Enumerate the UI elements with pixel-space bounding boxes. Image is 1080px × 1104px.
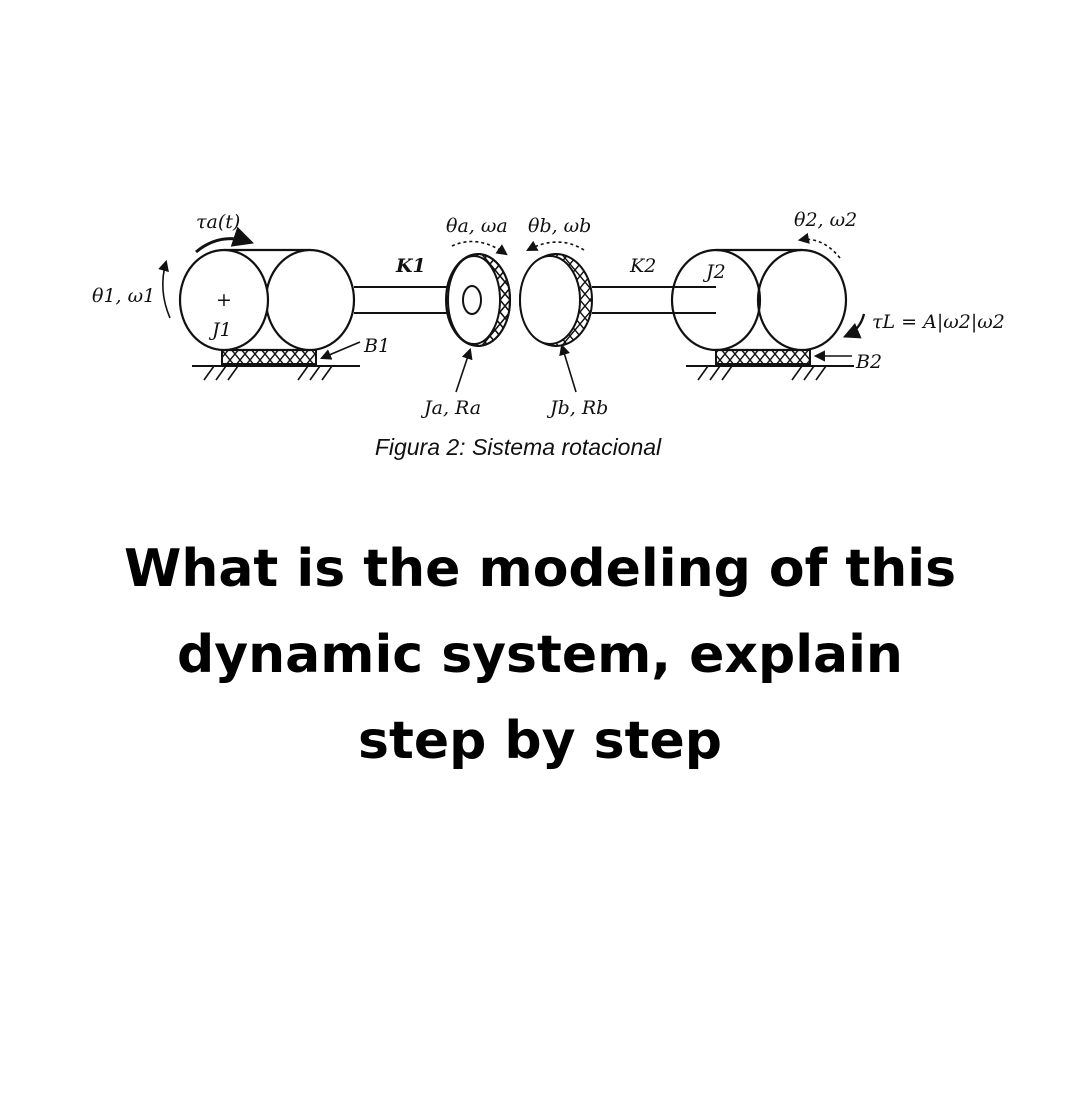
inertia-J2 [670, 248, 848, 352]
label-K1: K1 [395, 255, 426, 277]
label-tau-a: τa(t) [196, 211, 240, 233]
figure-caption: Figura 2: Sistema rotacional [374, 434, 662, 460]
arrows [158, 226, 866, 393]
label-J2: J2 [702, 261, 726, 283]
question-line-3: step by step [358, 711, 722, 771]
label-theta-b: θb, ωb [528, 215, 591, 237]
label-J1: J1 [208, 319, 232, 341]
shaft-K2 [592, 286, 720, 314]
label-Jb-Rb: Jb, Rb [546, 397, 608, 419]
question-line-2: dynamic system, explain [177, 625, 903, 685]
label-Ja-Ra: Ja, Ra [420, 397, 481, 419]
gear-a [445, 253, 511, 347]
label-B2: B2 [855, 351, 882, 373]
label-plus: + [216, 289, 232, 311]
inertia-J1 [178, 248, 356, 352]
label-tau-L: τL = A|ω2|ω2 [872, 311, 1005, 333]
label-B1: B1 [363, 335, 390, 357]
label-theta1: θ1, ω1 [92, 285, 155, 307]
label-theta-a: θa, ωa [446, 215, 508, 237]
question-line-1: What is the modeling of this [123, 539, 957, 599]
label-K2: K2 [629, 255, 656, 277]
damper-B1 [192, 349, 360, 381]
gear-b [519, 253, 593, 347]
damper-B2 [686, 349, 854, 381]
question-text: What is the modeling of this dynamic sys… [0, 526, 1080, 784]
label-theta2: θ2, ω2 [794, 209, 857, 231]
rotational-system-diagram: τa(t) θ1, ω1 + J1 B1 K1 θa, ωa θb, ωb K2… [92, 209, 1005, 419]
